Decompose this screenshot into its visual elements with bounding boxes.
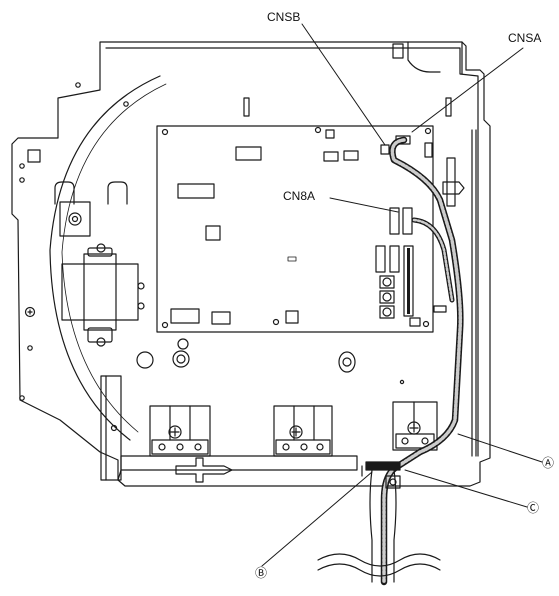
terminal-block-center: [273, 405, 333, 457]
control-pcb: [156, 125, 434, 333]
label-cn8a: CN8A: [283, 189, 315, 203]
terminal-block-right: [392, 401, 438, 451]
cut-lines: [317, 553, 441, 577]
cable-guide: [399, 157, 465, 385]
label-cnsa: CNSA: [508, 31, 541, 45]
fan-housing-arc-inner: [61, 83, 167, 433]
cable-clamp: [361, 461, 401, 489]
fan-housing-arc: [49, 75, 161, 441]
housing-outline: [11, 41, 491, 487]
terminal-block-left: [149, 405, 211, 457]
leader-lines: [261, 23, 543, 567]
label-cnsb: CNSB: [267, 10, 300, 24]
label-a: Ⓐ: [542, 456, 554, 470]
mounting-bracket: [100, 375, 358, 483]
label-c: Ⓒ: [527, 501, 539, 515]
left-components: [54, 181, 356, 373]
label-b: Ⓑ: [255, 566, 267, 580]
